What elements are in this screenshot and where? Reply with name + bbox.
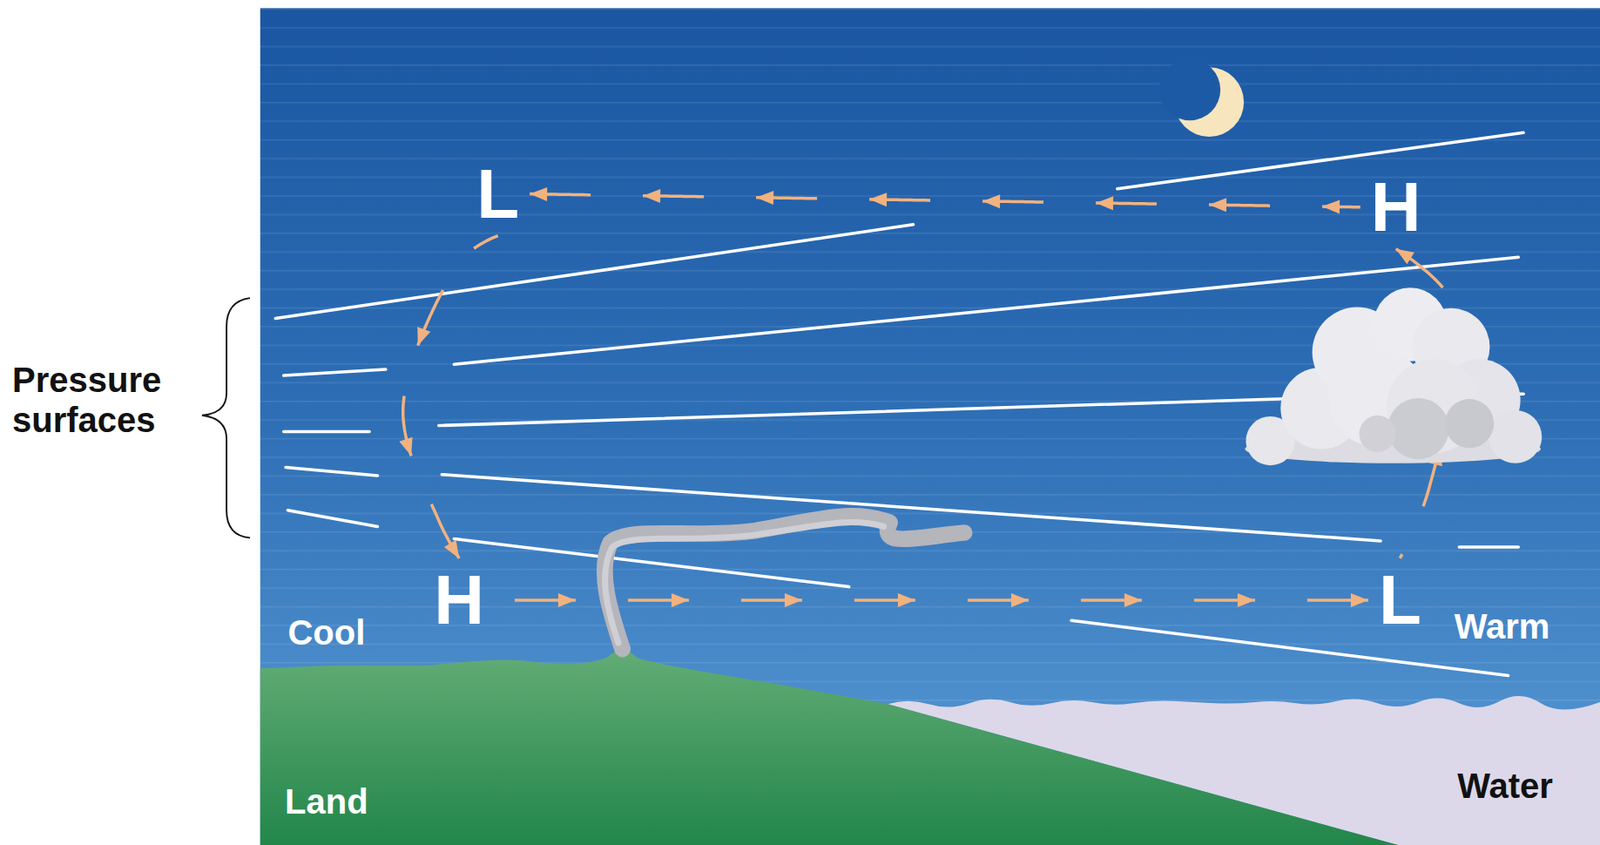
arrowhead (1124, 593, 1142, 608)
arrowhead (1396, 249, 1415, 264)
arrowhead (982, 194, 1000, 209)
pressure-letter: L (476, 159, 520, 230)
airflow-arrow (494, 593, 1369, 608)
pressure-letter: H (433, 565, 485, 635)
surface-label: Water (1457, 765, 1553, 806)
pressure-surface-lines (275, 132, 1524, 676)
cumulus-cloud (1244, 287, 1542, 466)
surface-label: Land (284, 781, 369, 822)
airflow-arrow (398, 236, 498, 559)
pressure-center: H (1365, 170, 1427, 244)
airflow-line (403, 236, 499, 559)
sky-texture (260, 7, 1600, 845)
pressure-center: L (1373, 563, 1427, 637)
arrowhead (784, 593, 803, 608)
arrowhead (642, 189, 661, 203)
arrowhead (1011, 593, 1029, 608)
airflow-arrow (529, 187, 1361, 215)
pressure-center: H (428, 563, 490, 637)
pressure-letter: L (1378, 565, 1422, 635)
arrowhead (869, 192, 887, 207)
moon (1159, 59, 1244, 137)
arrowhead (398, 437, 412, 456)
pressure-letter: H (1370, 172, 1422, 243)
arrowhead (1322, 199, 1340, 214)
bracket (202, 297, 250, 538)
arrowhead (558, 593, 576, 608)
night-sky (260, 7, 1600, 845)
temperature-label: Warm (1454, 606, 1551, 647)
pressure-center: L (471, 157, 525, 231)
airflow-line (494, 598, 1369, 602)
temperature-label: Cool (287, 612, 365, 653)
arrowhead (1350, 593, 1369, 608)
arrowhead (529, 187, 547, 202)
arrowhead (756, 190, 774, 205)
arrowhead (1237, 593, 1256, 608)
arrowhead (671, 593, 689, 608)
arrowhead (444, 540, 460, 559)
arrowhead (417, 326, 431, 346)
arrowhead (897, 593, 916, 608)
arrowhead (1095, 195, 1114, 210)
land (260, 646, 1398, 845)
arrowhead (1208, 197, 1227, 212)
bracket-label: Pressure surfaces (12, 359, 187, 440)
smoke-plume (604, 515, 965, 649)
